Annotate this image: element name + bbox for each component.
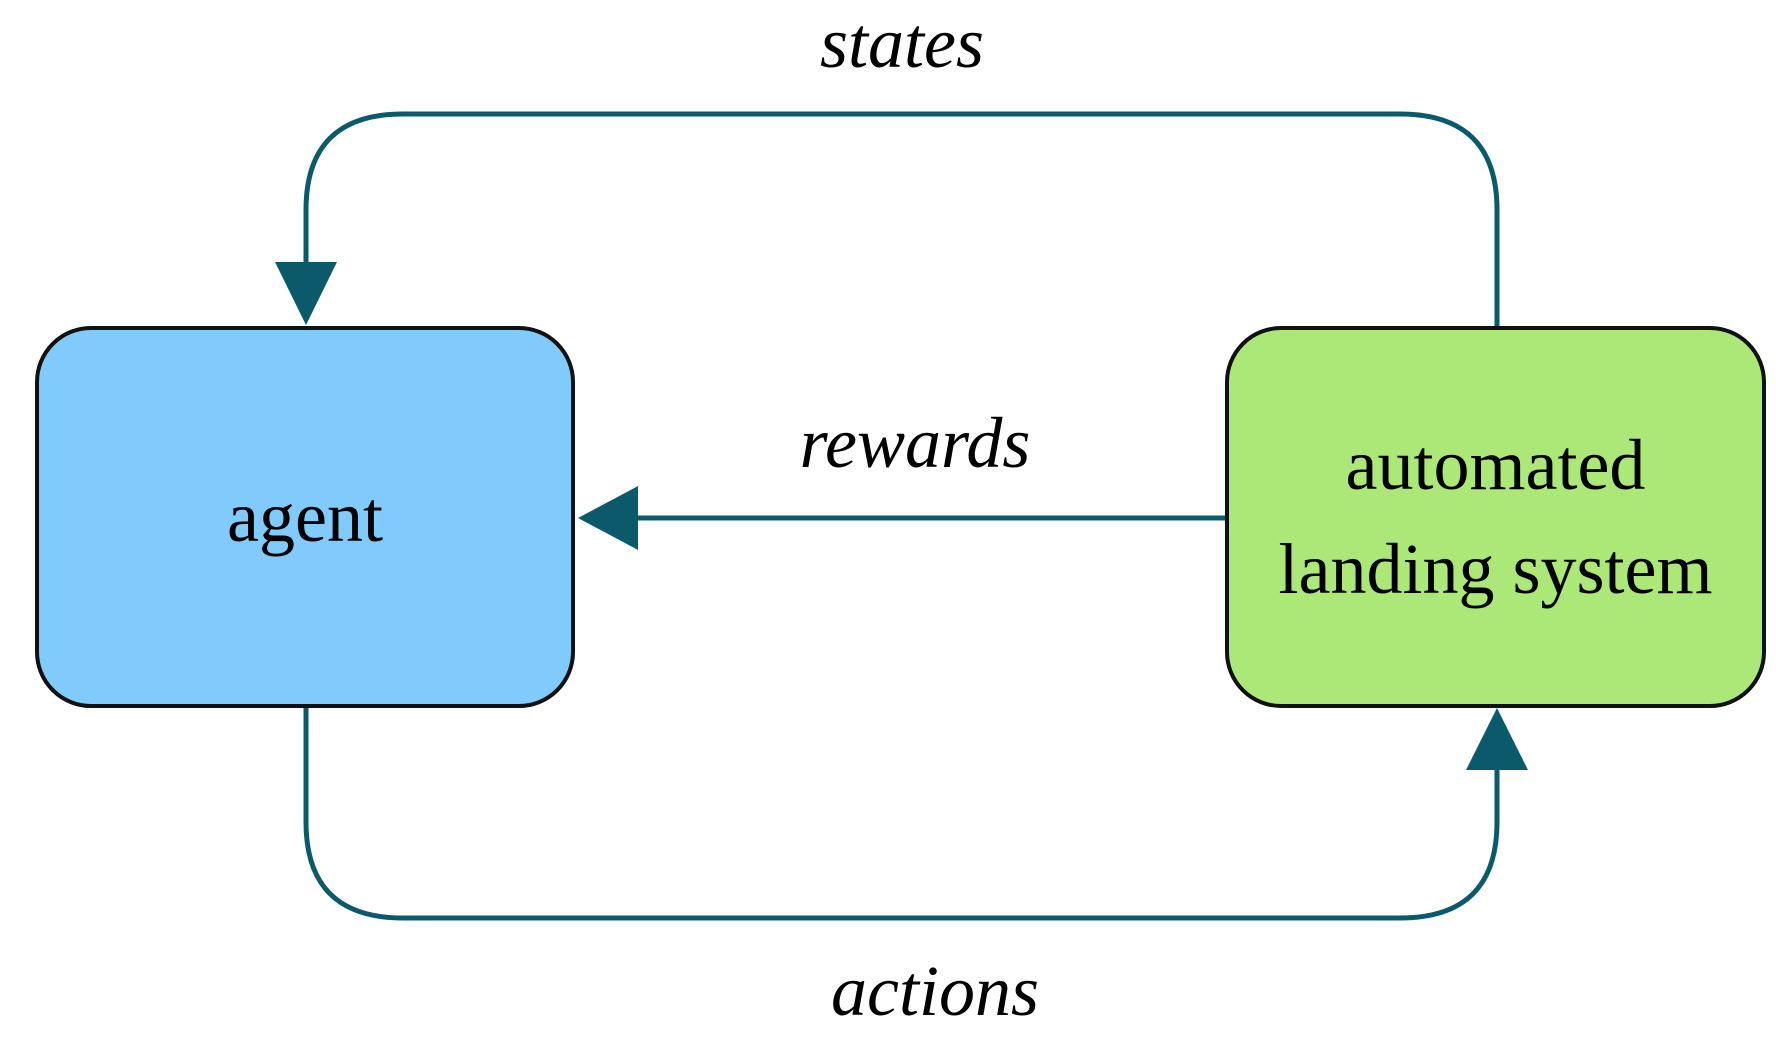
actions-arrowhead xyxy=(1466,708,1528,770)
states-arrow-line xyxy=(303,111,1500,328)
agent-label: agent xyxy=(227,476,383,557)
environment-label-line1: automated xyxy=(1345,425,1646,505)
automated-landing-system-node: automated landing system xyxy=(1225,326,1766,708)
actions-arrow-line xyxy=(303,706,1500,921)
actions-label: actions xyxy=(831,951,1039,1031)
rewards-arrowhead xyxy=(578,486,638,550)
states-arrowhead xyxy=(275,262,337,325)
environment-label-line2: landing system xyxy=(1278,529,1713,609)
states-label: states xyxy=(819,3,985,83)
agent-node: agent xyxy=(35,326,575,708)
rewards-label: rewards xyxy=(799,403,1031,483)
